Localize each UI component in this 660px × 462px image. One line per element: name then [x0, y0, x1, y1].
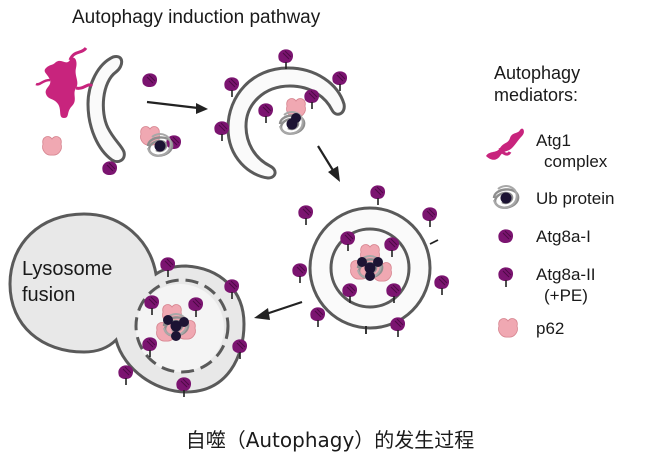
lysosome-label: Lysosome fusion: [22, 256, 112, 308]
atg8a-ii: [117, 364, 134, 386]
atg8a-ii: [297, 204, 314, 226]
figure-caption: 自噬（Autophagy）的发生过程: [185, 428, 475, 452]
arrow-step-3: [254, 300, 303, 320]
atg8a-i: [141, 72, 158, 88]
legend: [484, 127, 526, 338]
atg8a-ii: [389, 316, 406, 338]
legend-item-p62: p62: [536, 318, 564, 339]
atg8a-ii: [277, 48, 294, 70]
p62-protein: [42, 136, 62, 156]
stage-autophagosome: [291, 184, 450, 338]
diagram-title: Autophagy induction pathway: [72, 7, 321, 28]
legend-item-label: Atg1: [536, 131, 571, 150]
atg8a-ii: [421, 206, 438, 228]
legend-heading-line1: Autophagy: [494, 63, 581, 83]
atg1-complex-icon: [484, 127, 526, 162]
atg8a-ii: [291, 262, 308, 284]
lysosome-label-line2: fusion: [22, 284, 76, 306]
legend-item-label: p62: [536, 319, 565, 338]
atg8a-ii: [369, 184, 386, 206]
stage-lysosome-fusion: [8, 212, 248, 398]
atg8a-ii-icon: [497, 266, 514, 288]
legend-heading: Autophagy mediators:: [494, 62, 580, 106]
lysosome-label-line1: Lysosome: [22, 258, 113, 280]
legend-item-atg8a-i: Atg8a-I: [536, 226, 591, 247]
atg8a-ii: [303, 88, 320, 110]
legend-item-label: Atg8a-II: [536, 265, 596, 284]
atg8a-i: [101, 160, 118, 176]
legend-item-sublabel: complex: [544, 152, 608, 171]
legend-heading-line2: mediators:: [494, 85, 579, 105]
legend-item-label: Atg8a-I: [536, 227, 591, 246]
legend-item-sublabel: (+PE): [544, 286, 588, 305]
legend-item-atg8a-ii: Atg8a-II (+PE): [536, 264, 596, 306]
stage-initiation: [35, 47, 182, 176]
ub-protein-icon: [492, 184, 520, 209]
legend-item-atg1: Atg1 complex: [536, 130, 607, 172]
atg8a-ii: [257, 102, 274, 124]
atg8a-i-icon: [497, 228, 514, 244]
stage-elongation: [213, 48, 348, 180]
legend-item-ub-protein: Ub protein: [536, 188, 614, 209]
legend-item-label: Ub protein: [536, 189, 615, 208]
atg8a-ii: [309, 306, 326, 328]
atg8a-ii: [213, 120, 230, 142]
p62-icon: [498, 318, 518, 338]
arrow-step-2: [317, 145, 340, 182]
atg8a-ii: [175, 376, 192, 398]
atg8a-ii: [433, 274, 450, 296]
atg1-complex: [35, 47, 94, 118]
arrow-step-1: [146, 100, 208, 114]
